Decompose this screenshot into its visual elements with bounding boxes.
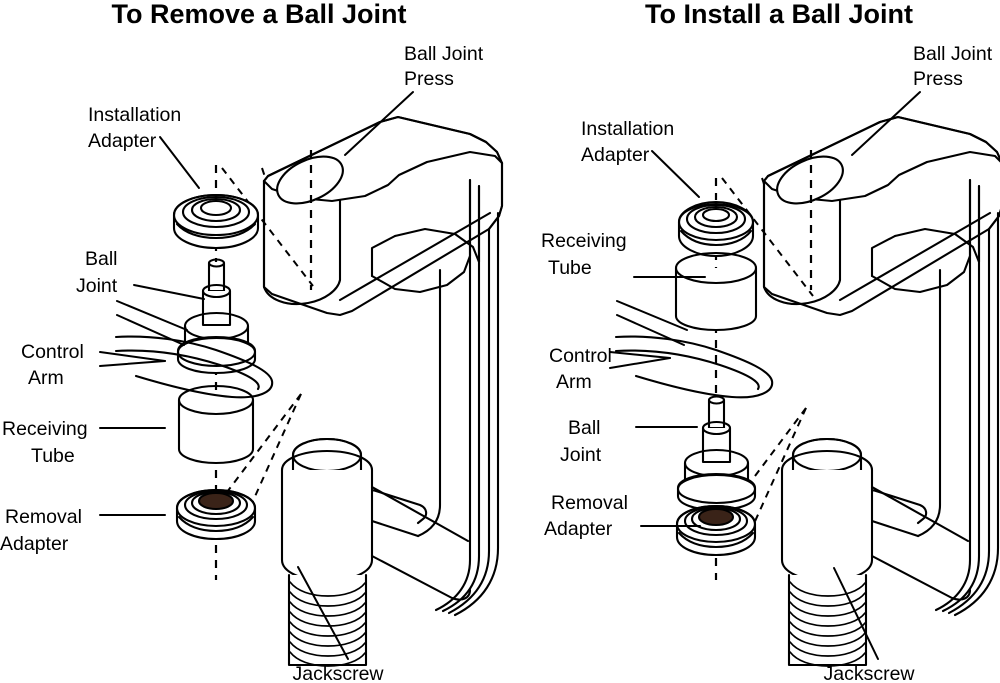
label-removal-adapter-left-line2: Adapter	[0, 533, 69, 555]
leader-installation-adapter-left	[159, 136, 200, 189]
jackscrew-lower-threads-right	[789, 581, 866, 667]
leader-ball-joint-left	[133, 284, 205, 300]
jackscrew-right	[780, 437, 972, 667]
control-arm-left	[114, 335, 274, 399]
label-ball-joint-left-line2: Joint	[76, 275, 118, 297]
label-installation-adapter-left-line1: Installation	[88, 104, 181, 126]
leader-control-arm-d-right	[609, 357, 671, 369]
leader-jackscrew-right	[833, 567, 879, 660]
removal-adapter-bore-right	[697, 507, 735, 527]
ball-joint-right	[676, 395, 757, 512]
label-removal-adapter-right-line2: Adapter	[544, 518, 613, 540]
leader-control-arm-b-right	[616, 314, 685, 346]
align-dash-right-lower-2	[751, 407, 807, 529]
label-ball-joint-press-right-line1: Ball Joint	[913, 43, 993, 65]
label-installation-adapter-right-line2: Adapter	[581, 144, 650, 166]
jackscrew-left	[280, 437, 472, 667]
align-dash-left-lower-2	[247, 393, 302, 513]
jackscrew-lower-threads-left	[289, 581, 366, 667]
ball-joint-press-body-left	[262, 115, 504, 617]
leader-control-arm-b-left	[116, 314, 185, 346]
label-control-arm-right-line2: Arm	[556, 371, 592, 393]
panel-title-remove: To Remove a Ball Joint	[111, 0, 406, 29]
label-receiving-tube-right-line2: Tube	[548, 257, 592, 279]
label-jackscrew-left: Jackscrew	[292, 663, 384, 683]
align-dash-right-upper-2	[761, 177, 767, 191]
control-arm-right	[614, 335, 774, 399]
panel-title-install: To Install a Ball Joint	[645, 0, 913, 29]
ball-joint-left	[176, 258, 257, 375]
label-ball-joint-right-line2: Joint	[560, 444, 602, 466]
panel-remove: Ball Joint Press Installation Adapter Ba…	[0, 43, 504, 683]
label-removal-adapter-left-line1: Removal	[5, 506, 82, 528]
label-ball-joint-press-right-line2: Press	[913, 68, 963, 90]
removal-adapter-bore-left	[197, 491, 235, 511]
align-dash-left-upper-2	[261, 167, 267, 181]
label-control-arm-left-line2: Arm	[28, 367, 64, 389]
ball-joint-press-body-right	[762, 115, 1000, 617]
leader-control-arm-a-left	[116, 300, 188, 331]
label-installation-adapter-right-line1: Installation	[581, 118, 674, 140]
installation-adapter-left	[172, 193, 260, 250]
label-jackscrew-right: Jackscrew	[823, 663, 915, 683]
leader-ball-joint-press-right	[851, 91, 921, 156]
label-control-arm-left-line1: Control	[21, 341, 84, 363]
removal-adapter-left	[175, 488, 257, 541]
leader-control-arm-d-left	[99, 360, 166, 367]
leader-control-arm-a-right	[616, 300, 688, 331]
label-control-arm-right-line1: Control	[549, 345, 612, 367]
label-ball-joint-right-line1: Ball	[568, 417, 601, 439]
label-receiving-tube-left-line1: Receiving	[2, 418, 88, 440]
receiving-tube-right	[674, 251, 758, 332]
leader-control-arm-c-left	[99, 351, 166, 362]
leader-control-arm-c-right	[609, 351, 671, 359]
leader-ball-joint-press-left	[344, 91, 414, 156]
removal-adapter-right	[675, 504, 757, 557]
leader-installation-adapter-right	[651, 150, 700, 198]
label-installation-adapter-left-line2: Adapter	[88, 130, 157, 152]
label-receiving-tube-left-line2: Tube	[31, 445, 75, 467]
panel-install: Ball Joint Press Installation Adapter Re…	[541, 43, 1000, 683]
installation-adapter-right	[677, 200, 755, 258]
leader-jackscrew-left	[297, 566, 349, 660]
receiving-tube-left	[177, 384, 255, 465]
label-ball-joint-left-line1: Ball	[85, 248, 118, 270]
label-receiving-tube-right-line1: Receiving	[541, 230, 627, 252]
label-ball-joint-press-left-line1: Ball Joint	[404, 43, 484, 65]
label-removal-adapter-right-line1: Removal	[551, 492, 628, 514]
label-ball-joint-press-left-line2: Press	[404, 68, 454, 90]
